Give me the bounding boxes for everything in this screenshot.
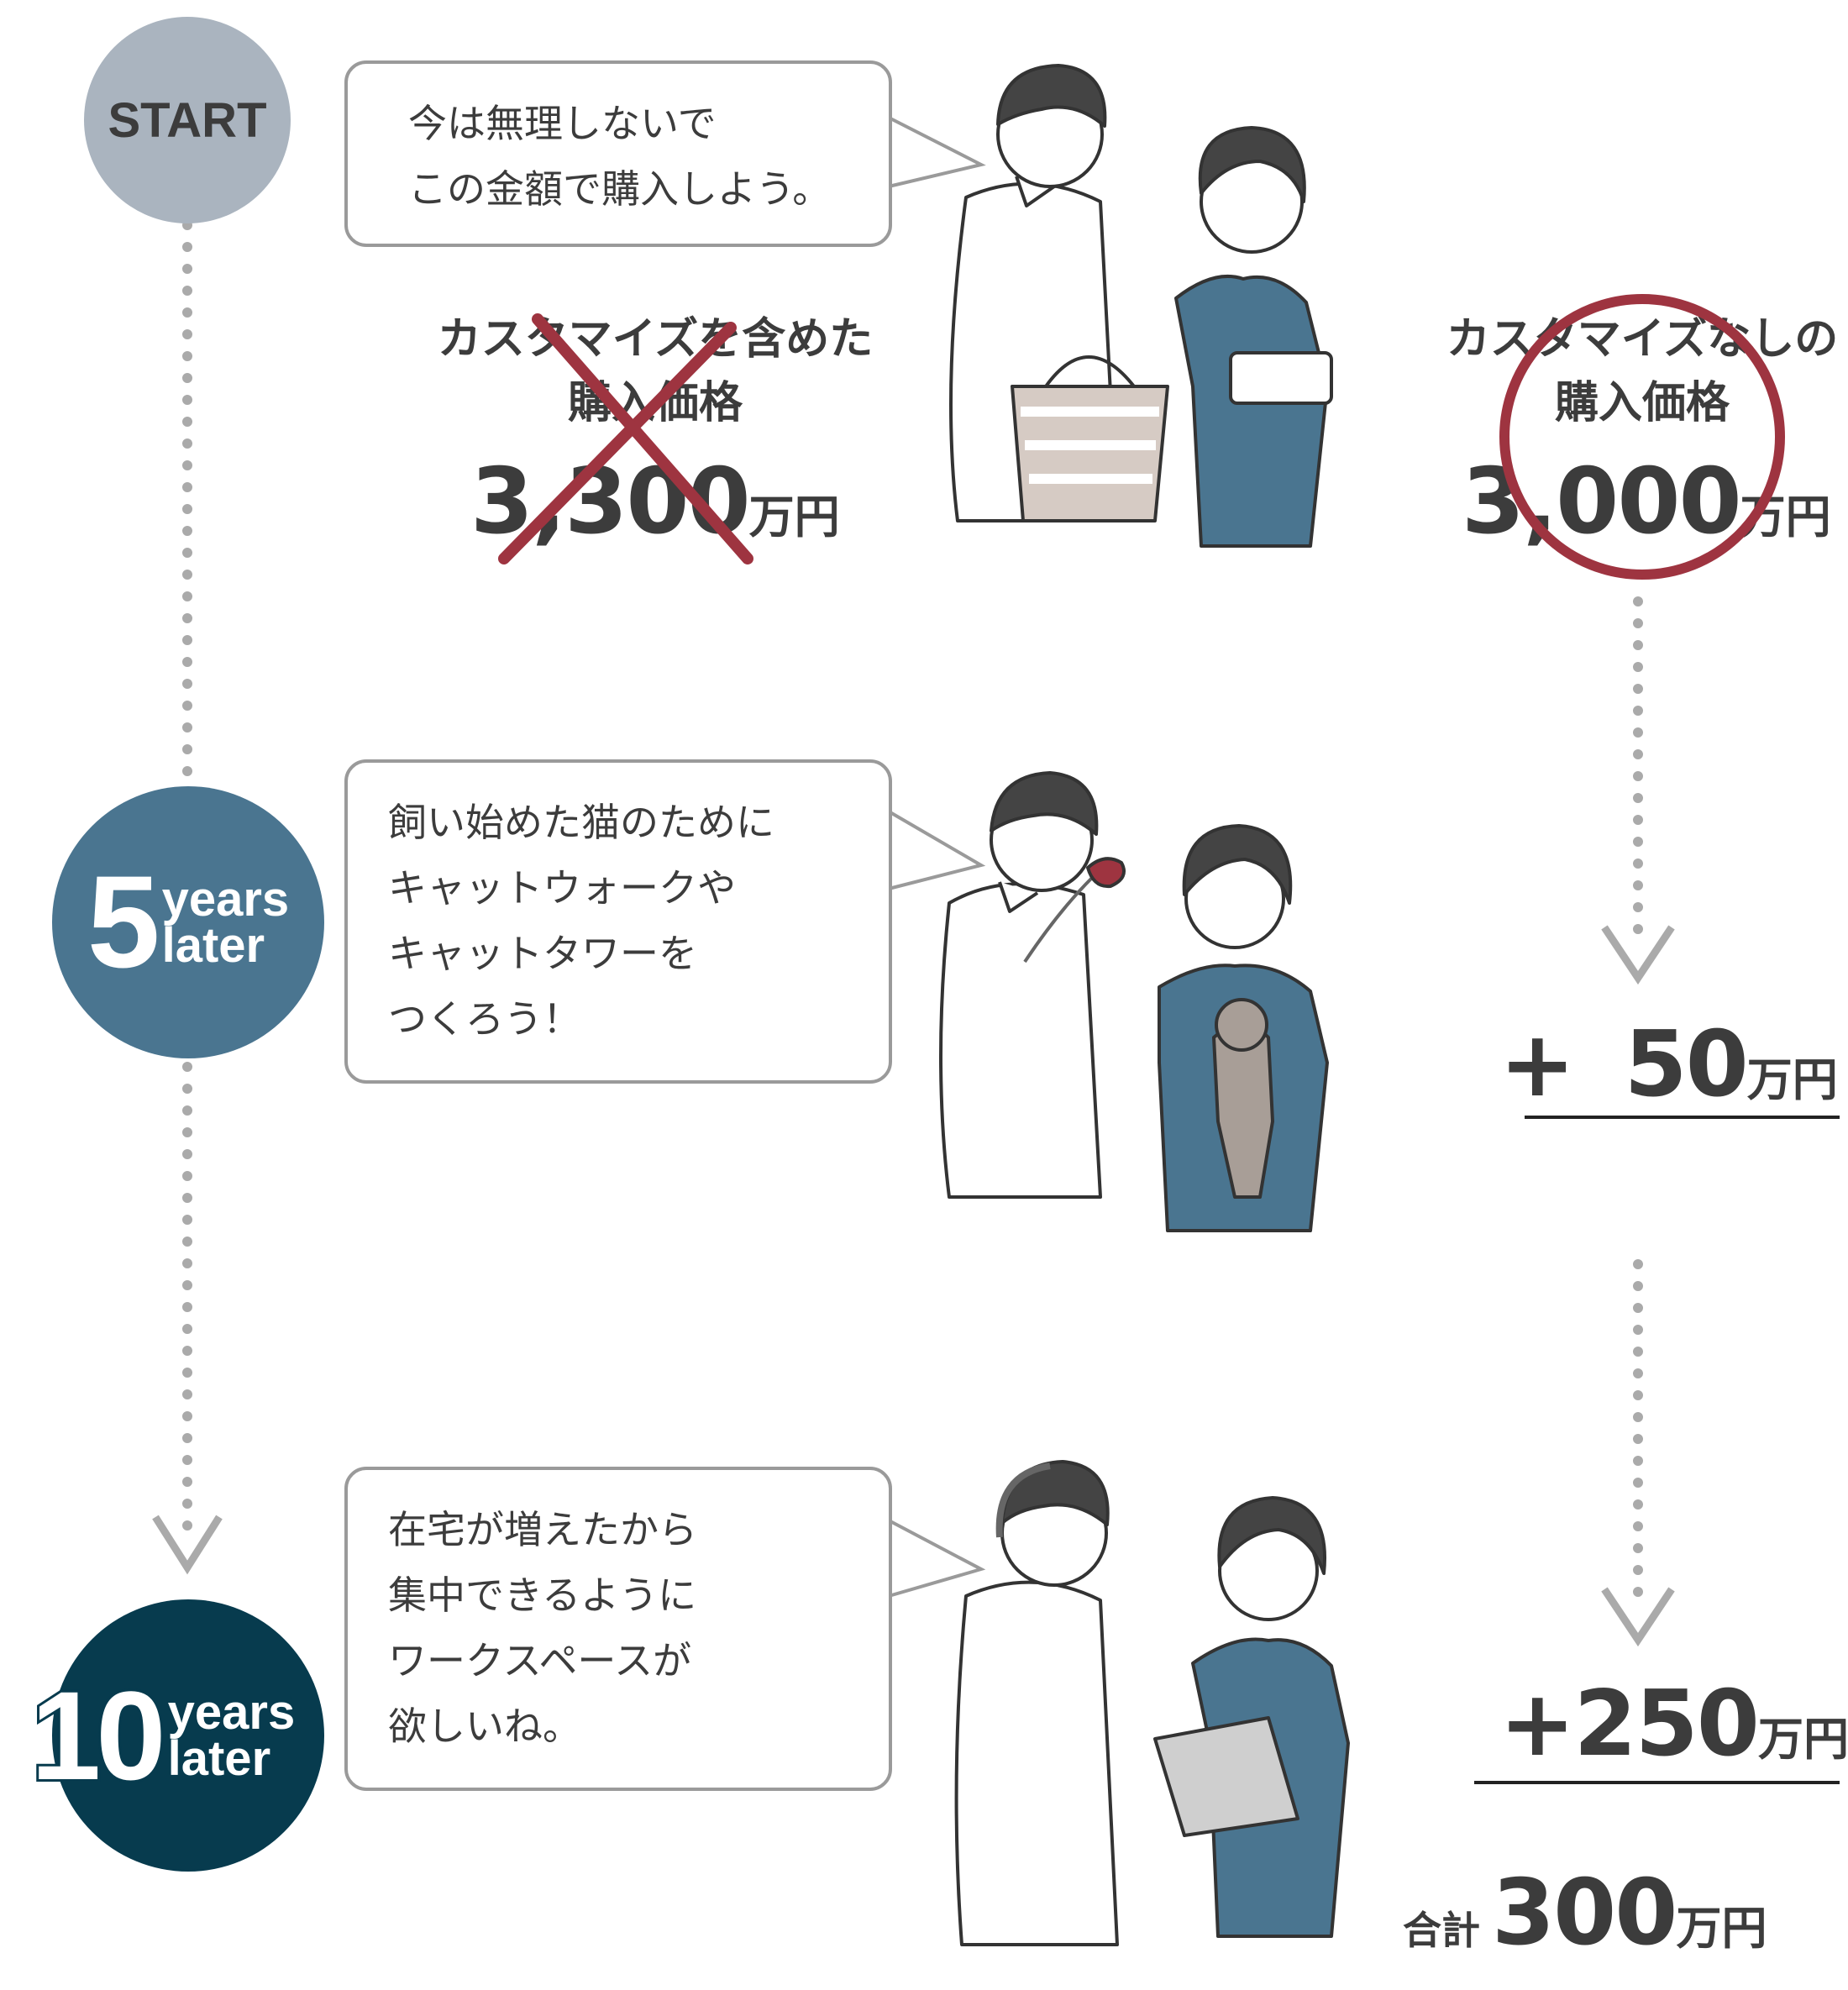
ten-later-text: later [167,1731,271,1786]
bubble-2-line-2: キャットウォークや [388,865,736,911]
start-marker: START [84,17,291,223]
bubble-1-line-1: 今は無理しないで [408,101,717,146]
timeline-arrow-down-icon [152,1515,223,1575]
base-price-label: カスタマイズなしの 購入価格 [1411,307,1848,435]
couple-shopping-illustration [949,64,1333,548]
bubble-3-line-3: ワークスペースが [388,1638,692,1683]
bubble-2-line-4: つくろう！ [388,996,581,1042]
total-unit: 万円 [1676,1902,1767,1955]
five-later-text: later [161,918,265,973]
ten-years-marker: 10 years later [29,1599,324,1872]
addition-1-sign: + [1499,1012,1575,1117]
five-years-text: years [161,871,290,927]
addition-2-sign: + [1499,1672,1575,1777]
total: 合計 300万円 [1403,1861,1767,1966]
price-arrow-down-icon-1 [1601,925,1675,985]
addition-2: +250万円 [1499,1672,1848,1777]
five-number: 5 [87,849,160,995]
base-price-label-line-1: カスタマイズなしの [1446,314,1839,365]
total-value: 300 [1492,1861,1677,1966]
sum-line-2 [1474,1781,1840,1784]
bubble-3-line-1: 在宅が増えたから [388,1507,697,1552]
custom-price-label-line-1: カスタマイズを含めた [437,314,874,365]
sum-line-1 [1525,1116,1840,1119]
addition-1-value: 50 [1624,1012,1749,1117]
bubble-1-line-2: この金額で購入しよう。 [408,166,832,212]
speech-bubble-1: 今は無理しないで この金額で購入しよう。 [344,60,892,247]
price-arrow-down-icon-2 [1601,1587,1675,1647]
total-label: 合計 [1403,1908,1480,1953]
addition-1: +50万円 [1499,1012,1838,1117]
bubble-tail-2 [887,810,986,890]
bubble-3-line-2: 集中できるように [388,1573,697,1618]
ten-number: 10 [29,1665,169,1806]
ten-years-text: years [167,1684,296,1740]
speech-bubble-3: 在宅が増えたから 集中できるように ワークスペースが 欲しいね。 [344,1467,892,1791]
couple-with-cat-illustration [939,771,1329,1232]
custom-price-unit: 万円 [748,491,840,543]
bubble-3-line-4: 欲しいね。 [388,1704,581,1749]
five-years-marker: 5 years later [52,786,324,1058]
speech-bubble-2: 飼い始めた猫のために キャットウォークや キャットタワーを つくろう！ [344,759,892,1084]
bubble-2-line-1: 飼い始めた猫のために [388,800,774,845]
base-price-label-line-2: 購入価格 [1554,378,1730,428]
bubble-tail-3 [888,1519,986,1598]
addition-2-value: 250 [1573,1672,1760,1777]
couple-remote-work-illustration [954,1460,1350,1946]
bubble-tail-1 [888,116,986,188]
addition-1-unit: 万円 [1746,1053,1838,1106]
addition-2-unit: 万円 [1757,1713,1848,1766]
bubble-2-line-3: キャットタワーを [388,931,697,976]
start-label: START [108,92,267,148]
